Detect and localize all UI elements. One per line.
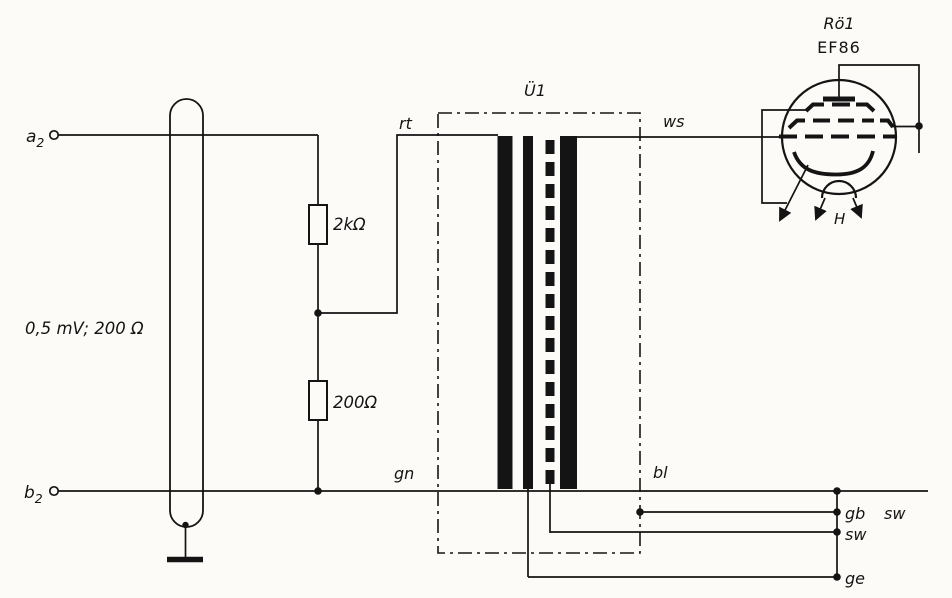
heater-label: H [834, 210, 845, 228]
wire-label-ge: ge [845, 569, 865, 588]
wire-label-rt: rt [399, 114, 413, 133]
anode-lead [838, 64, 920, 153]
input-terminal-b2: b2 [24, 483, 60, 506]
wire-ws-lead: ws [577, 112, 780, 138]
tube-type-label: EF86 [817, 38, 861, 57]
wire-label-bl: bl [653, 463, 668, 482]
input-terminal-a2: a2 [26, 127, 60, 150]
tube-designator: Rö1 [823, 14, 854, 33]
transformer-u1: Ü1 [437, 81, 641, 577]
resistor-2k: 2kΩ [308, 135, 366, 313]
source-spec-label: 0,5 mV; 200 Ω [25, 319, 144, 338]
wire-label-sw: sw [845, 525, 867, 544]
grid3 [804, 102, 876, 113]
heater-lead-right [850, 197, 863, 219]
cathode [792, 150, 875, 177]
transformer-case-box [437, 112, 641, 554]
wire-label-ws: ws [663, 112, 684, 131]
resistor-200-label: 200Ω [333, 393, 377, 412]
wire-sw-lead: sw [550, 525, 867, 544]
shielded-cable [169, 98, 204, 557]
heater-lead-left [814, 197, 827, 221]
resistor-200: 200Ω [308, 313, 377, 491]
tube-ef86: Rö1 EF86 [761, 14, 920, 228]
junction-dots [314, 122, 923, 581]
wire-label-gb: gb [845, 504, 865, 523]
transformer-designator: Ü1 [524, 81, 546, 100]
cathode-lead-arrow [779, 164, 809, 222]
terminal-b2-label: b2 [24, 483, 43, 506]
grid3-lead [761, 109, 807, 204]
heater-dome [820, 179, 858, 199]
wire-ge-lead: ge [528, 569, 865, 588]
wire-rt-lead: rt [318, 114, 498, 314]
grid2 [787, 118, 895, 130]
wire-gb-lead: gb sw [640, 504, 906, 523]
wire-label-gn: gn [394, 464, 414, 483]
wire-label-sw-right: sw [884, 504, 906, 523]
terminal-a2-label: a2 [26, 127, 44, 150]
resistor-2k-label: 2kΩ [333, 215, 366, 234]
